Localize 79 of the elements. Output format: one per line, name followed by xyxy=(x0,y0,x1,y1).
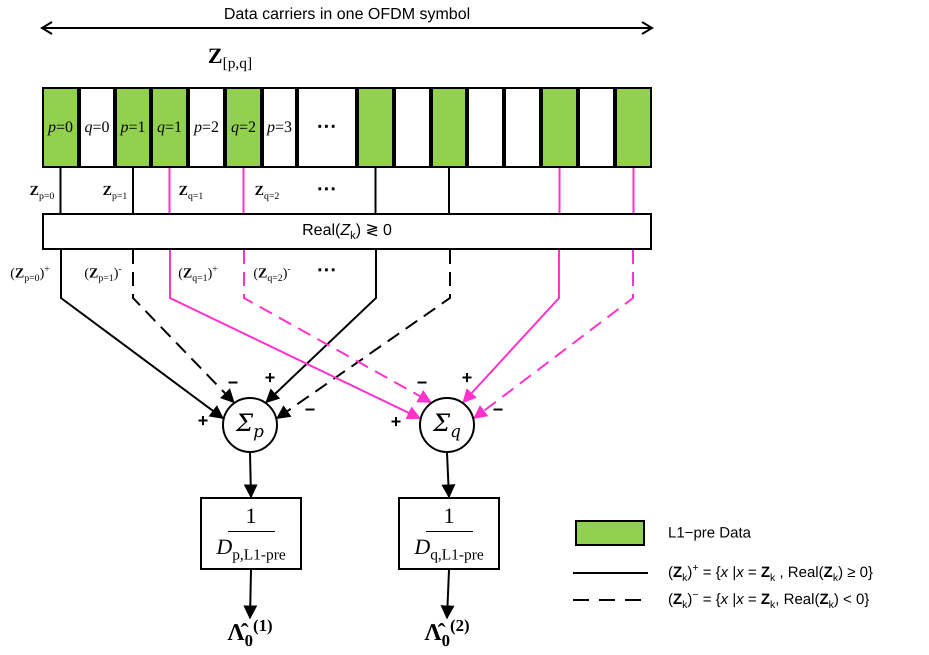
carrier-label: q=1 xyxy=(156,118,182,136)
summation-circle xyxy=(419,397,475,453)
comparator-box xyxy=(42,213,652,250)
connector-line xyxy=(242,168,244,213)
arrow xyxy=(462,250,560,404)
carrier-cell xyxy=(262,87,297,168)
numerator: 1 xyxy=(228,502,274,532)
sum-symbol: Σ$_{p}$ xyxy=(236,409,264,441)
carrier-cell xyxy=(431,87,467,168)
carrier-label: q=0 xyxy=(84,118,110,136)
sign-label: + xyxy=(198,410,208,432)
legend-text: L1−pre Data xyxy=(668,524,751,542)
normalization-box xyxy=(200,497,302,570)
signal-label: (Z$_{p=0}$)$^{+}$ xyxy=(10,264,50,284)
arrow xyxy=(169,250,422,420)
signal-label: Z$_{p=0}$ xyxy=(30,184,54,202)
ellipsis: ··· xyxy=(317,260,337,282)
carrier-label: p=0 xyxy=(48,118,74,136)
comparator-text: Real(Z$_{k}$) ≷ 0 xyxy=(302,221,392,243)
carrier-label: p=3 xyxy=(266,118,292,136)
signal-label: Z$_{q=1}$ xyxy=(178,184,204,202)
arrow xyxy=(243,250,432,404)
sign-label: + xyxy=(390,412,402,432)
connector-line xyxy=(132,168,134,213)
signal-label: (Z$_{q=2}$)$^{-}$ xyxy=(253,264,291,284)
connector-line xyxy=(632,168,634,213)
arrow xyxy=(473,250,634,420)
carrier-cell xyxy=(467,87,504,168)
arrow xyxy=(265,250,377,404)
arrow xyxy=(132,250,235,404)
carrier-label: p=1 xyxy=(120,118,146,136)
legend-text: (Z$_{k}$)$^{+}$ = {x |x = Z$_{k}$ , Real(Z$_{k}$) ≥ 0} xyxy=(668,562,873,584)
carrier-cell xyxy=(615,87,652,168)
carrier-cell xyxy=(504,87,541,168)
symbol-label: Z$_{[p,q]}$ xyxy=(208,42,252,74)
carrier-label: p=2 xyxy=(194,118,220,136)
carrier-cell xyxy=(115,87,151,168)
normalization-box xyxy=(398,497,500,570)
signal-label: Z$_{p=1}$ xyxy=(102,184,128,202)
denominator: D$_{p,L1-pre}$ xyxy=(216,534,286,564)
legend-text: (Z$_{k}$)$^{−}$ = {x |x = Z$_{k}$, Real(Z$_{k}$) < 0} xyxy=(668,589,870,611)
arrow xyxy=(244,452,258,498)
sign-label: − xyxy=(304,400,316,420)
sign-label: + xyxy=(462,368,472,388)
arrow xyxy=(243,570,258,620)
summation-circle xyxy=(222,397,278,453)
carrier-cell xyxy=(188,87,225,168)
carrier-label: q=2 xyxy=(230,118,256,136)
connector-line xyxy=(168,168,170,213)
carrier-cell xyxy=(225,87,262,168)
sign-label: + xyxy=(264,368,276,388)
connector-line xyxy=(60,168,62,213)
connector-line xyxy=(448,168,450,213)
signal-label: (Z$_{p=1}$)$^{-}$ xyxy=(84,264,122,284)
connector-line xyxy=(558,168,560,213)
carrier-cell xyxy=(394,87,431,168)
arrow xyxy=(441,452,456,498)
ellipsis: ··· xyxy=(317,178,337,202)
sign-label: − xyxy=(228,372,238,394)
carrier-cell xyxy=(578,87,615,168)
numerator: 1 xyxy=(426,502,472,532)
carrier-cell xyxy=(42,87,79,168)
sign-label: − xyxy=(492,400,504,420)
dimension-label: Data carriers in one OFDM symbol xyxy=(224,6,470,24)
arrow xyxy=(60,250,224,420)
carrier-cell xyxy=(357,87,394,168)
carrier-label: ··· xyxy=(317,116,337,139)
carrier-cell xyxy=(297,87,357,168)
connector-line xyxy=(374,168,376,213)
arrow xyxy=(440,570,455,620)
carrier-cell xyxy=(151,87,188,168)
sign-label: − xyxy=(416,372,428,394)
arrow xyxy=(276,250,451,420)
carrier-cell xyxy=(79,87,115,168)
denominator: D$_{q,L1-pre}$ xyxy=(414,534,484,564)
signal-label: Z$_{q=2}$ xyxy=(254,184,280,202)
sum-symbol: Σ$_{q}$ xyxy=(433,409,461,441)
carrier-cell xyxy=(541,87,578,168)
signal-label: (Z$_{q=1}$)$^{+}$ xyxy=(178,264,218,284)
